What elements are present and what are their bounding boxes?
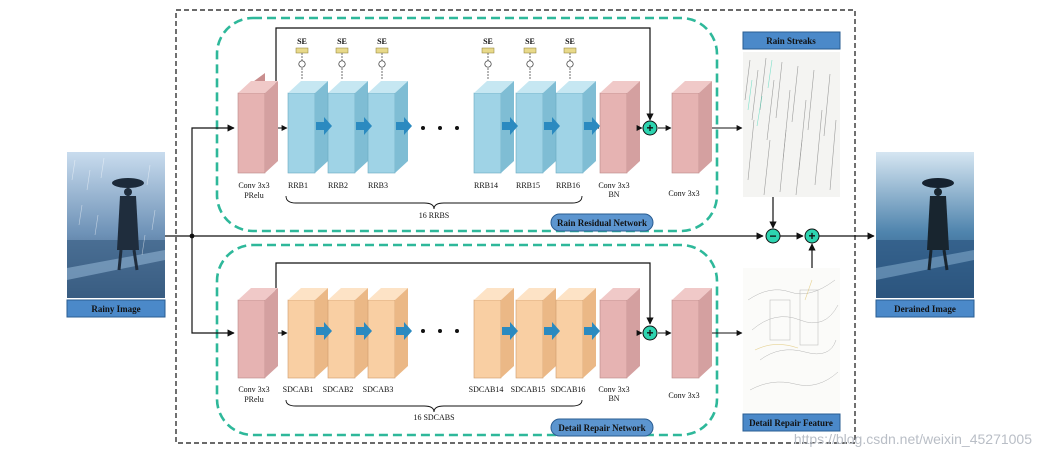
rain-streaks-image (743, 52, 840, 197)
se-module: SE (375, 37, 389, 80)
svg-text:SE: SE (525, 37, 535, 46)
upper-ellipsis (421, 126, 459, 130)
lower-network-pill (550, 418, 654, 437)
sdcab2-label: SDCAB2 (323, 385, 354, 394)
rrb1-block (287, 81, 328, 174)
sdcab15-block (515, 288, 556, 379)
lower-network-label: Detail Repair Network (558, 423, 645, 433)
rainy-image-label-box (66, 299, 166, 318)
se-module: SE (563, 37, 577, 80)
se-module: SE (295, 37, 309, 80)
upper-flow-arrow-2 (356, 117, 372, 135)
svg-text:SE: SE (565, 37, 575, 46)
rrb16-label: RRB16 (556, 181, 580, 190)
upper-conv-in-label-2: PRelu (244, 191, 264, 200)
derained-image (876, 152, 974, 298)
upper-plus-sign: + (646, 121, 653, 135)
upper-conv-in-block (237, 73, 278, 174)
rrb16-block (555, 81, 596, 174)
svg-text:SE: SE (297, 37, 307, 46)
rrb3-label: RRB3 (368, 181, 388, 190)
lower-network-region (215, 243, 719, 437)
se-modules: SE SE SE SE SE (295, 37, 577, 80)
upper-rrb-brace (285, 195, 583, 210)
svg-text:SE: SE (337, 37, 347, 46)
lower-skip-line (275, 262, 654, 325)
watermark: https://blog.csdn.net/weixin_45271005 (794, 431, 1032, 447)
rainy-image-label: Rainy Image (91, 304, 140, 314)
lower-conv-bn-block (599, 288, 640, 379)
upper-flow-arrow-6 (584, 117, 600, 135)
lower-conv-in-block (237, 288, 278, 379)
upper-conv-bn-label-2: BN (608, 190, 619, 199)
upper-conv-bn-label-1: Conv 3x3 (598, 181, 629, 190)
upper-branch-line (191, 124, 235, 236)
upper-count-label: 16 RRBS (419, 211, 449, 220)
lower-conv-in-label-1: Conv 3x3 (238, 385, 269, 394)
lower-flow-arrow-1 (316, 322, 332, 340)
sdcab16-label: SDCAB16 (551, 385, 586, 394)
detail-repair-title: Detail Repair Feature (749, 418, 833, 428)
sdcab15-label: SDCAB15 (511, 385, 546, 394)
lower-count-label: 16 SDCABS (413, 413, 454, 422)
upper-conv-out-block (671, 81, 712, 174)
plus-sign: + (808, 229, 815, 243)
rrb2-label: RRB2 (328, 181, 348, 190)
derained-image-label-box (875, 299, 975, 318)
lower-sdcab-brace (285, 399, 583, 413)
upper-flow-arrow-4 (502, 117, 518, 135)
lower-conv-out-block (671, 288, 712, 379)
upper-flow-arrow-3 (396, 117, 412, 135)
rain-streaks-title-box (742, 31, 841, 50)
se-module: SE (481, 37, 495, 80)
minus-sign: − (769, 229, 776, 243)
sdcab14-label: SDCAB14 (469, 385, 504, 394)
upper-flow-arrow-5 (544, 117, 560, 135)
se-module: SE (523, 37, 537, 80)
rrb1-label: RRB1 (288, 181, 308, 190)
upper-network-pill (550, 213, 654, 232)
lower-flow-arrow-4 (502, 322, 518, 340)
upper-conv-in-label-1: Conv 3x3 (238, 181, 269, 190)
upper-network-region (215, 16, 719, 233)
lower-branch-line (191, 236, 235, 337)
rain-streaks-title: Rain Streaks (766, 36, 816, 46)
sdcab3-label: SDCAB3 (363, 385, 394, 394)
upper-flow-arrow-1 (316, 117, 332, 135)
rrb14-label: RRB14 (474, 181, 498, 190)
se-module: SE (335, 37, 349, 80)
outer-frame (175, 9, 856, 444)
svg-text:SE: SE (377, 37, 387, 46)
lower-flow-arrow-2 (356, 322, 372, 340)
upper-skip-line (275, 27, 654, 121)
lower-plus-node (642, 325, 658, 341)
lower-conv-bn-label-1: Conv 3x3 (598, 385, 629, 394)
derained-image-label: Derained Image (894, 304, 956, 314)
rainy-image (67, 152, 165, 298)
upper-conv-out-label: Conv 3x3 (668, 189, 699, 198)
rrb15-label: RRB15 (516, 181, 540, 190)
detail-repair-image (743, 268, 840, 412)
sdcab1-block (287, 288, 328, 379)
lower-flow-arrow-3 (396, 322, 412, 340)
sdcab1-label: SDCAB1 (283, 385, 314, 394)
detail-repair-title-box (742, 413, 841, 432)
lower-plus-sign: + (646, 326, 653, 340)
svg-text:SE: SE (483, 37, 493, 46)
lower-conv-out-label: Conv 3x3 (668, 391, 699, 400)
lower-ellipsis (421, 329, 459, 333)
upper-plus-node (642, 120, 658, 136)
upper-network-label: Rain Residual Network (557, 218, 647, 228)
lower-conv-in-label-2: PRelu (244, 395, 264, 404)
lower-flow-arrow-6 (584, 322, 600, 340)
rrb2-block (327, 81, 368, 174)
upper-conv-bn-block (599, 81, 640, 174)
lower-conv-bn-label-2: BN (608, 394, 619, 403)
lower-flow-arrow-5 (544, 322, 560, 340)
